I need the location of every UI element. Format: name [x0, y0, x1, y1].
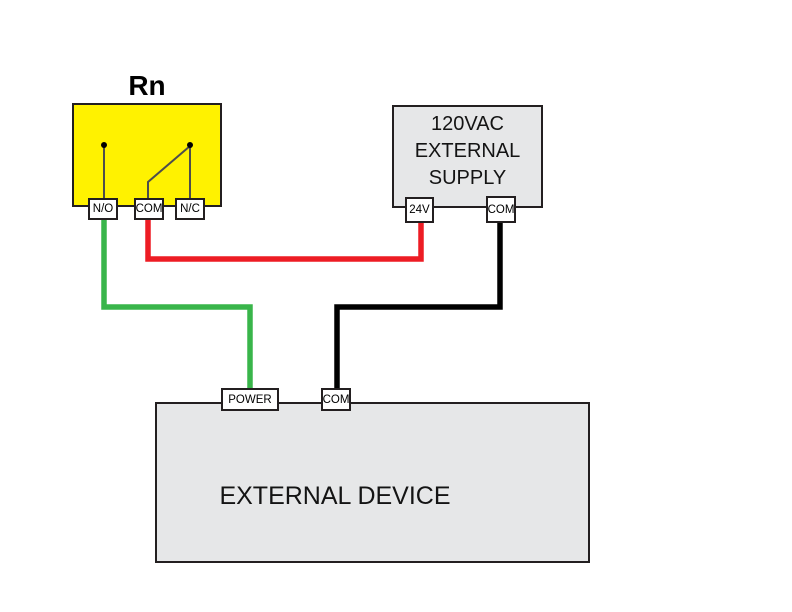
terminal-relay-com: COM	[134, 198, 164, 220]
terminal-device-power: POWER	[221, 388, 279, 411]
wire-supply-com-to-device-com	[334, 222, 503, 390]
relay-title: Rn	[128, 70, 166, 101]
terminal-supply-24v: 24V	[405, 197, 434, 223]
terminal-device-com: COM	[321, 388, 351, 411]
supply-box	[392, 105, 543, 208]
wire-relay-no-to-device-power	[101, 220, 253, 390]
device-box	[155, 402, 590, 563]
wire-relay-com-to-supply-24v	[145, 220, 424, 262]
supply-label: 120VAC EXTERNAL SUPPLY	[392, 111, 543, 192]
terminal-supply-com: COM	[486, 196, 516, 223]
device-label: EXTERNAL DEVICE	[219, 482, 451, 510]
terminal-relay-no: N/O	[88, 198, 118, 220]
supply-label-line3: SUPPLY	[428, 167, 507, 189]
supply-label-line2: EXTERNAL	[414, 140, 521, 162]
supply-label-line1: 120VAC	[430, 113, 504, 135]
relay-box	[72, 103, 222, 207]
terminal-relay-nc: N/C	[175, 198, 205, 220]
